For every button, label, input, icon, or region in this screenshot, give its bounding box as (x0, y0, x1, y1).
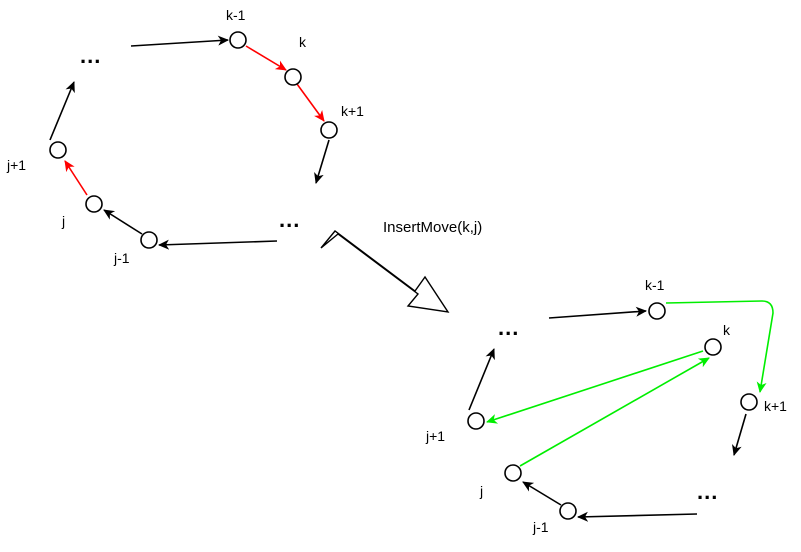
edge-j-to-j-plus-1 (64, 160, 88, 196)
node-k (284, 68, 302, 86)
node-j-minus-1 (140, 231, 158, 249)
label-j-minus-1: j-1 (532, 519, 549, 535)
label-k-minus-1: k-1 (645, 277, 665, 293)
label-k-plus-1: k+1 (341, 103, 364, 119)
node-k-plus-1 (320, 121, 338, 139)
ellipsis-bottom: ... (279, 207, 300, 232)
transition-arrow-icon (320, 230, 450, 313)
before-tour: k-1 k k+1 j+1 j j-1 ... ... (6, 7, 364, 266)
label-k-plus-1: k+1 (764, 398, 787, 414)
node-j-plus-1 (49, 141, 67, 159)
label-j-plus-1: j+1 (425, 428, 445, 444)
edge-ellipsis-to-j-minus-1 (577, 511, 698, 522)
edge-ellipsis-to-k-minus-1 (548, 306, 647, 319)
edge-k-to-j-plus-1 (486, 350, 704, 424)
edge-j-minus-1-to-j (103, 209, 143, 235)
edge-j-plus-1-to-ellipsis (49, 81, 75, 141)
node-j (504, 464, 522, 482)
transition: InsertMove(k,j) (320, 219, 482, 313)
node-j-minus-1 (559, 502, 577, 520)
edge-k-minus-1-to-k-plus-1 (665, 300, 774, 393)
edge-j-minus-1-to-j (522, 481, 562, 506)
edge-j-plus-1-to-ellipsis (468, 348, 495, 411)
edge-ellipsis-to-k-minus-1 (130, 35, 229, 47)
label-k-minus-1: k-1 (226, 7, 246, 23)
ellipsis-top: ... (80, 43, 101, 68)
node-k (704, 338, 722, 356)
edge-ellipsis-to-j-minus-1 (158, 239, 278, 250)
label-k: k (723, 322, 731, 338)
label-j: j (61, 213, 65, 229)
label-j-minus-1: j-1 (113, 250, 130, 266)
ellipsis-bottom: ... (697, 479, 718, 504)
edge-k-plus-1-to-ellipsis (732, 413, 747, 456)
edge-j-to-k (519, 357, 710, 467)
label-j: j (479, 483, 483, 499)
edge-k-plus-1-to-ellipsis (314, 139, 330, 184)
label-k: k (299, 34, 307, 50)
edge-k-minus-1-to-k (245, 45, 287, 71)
node-k-minus-1 (229, 31, 247, 49)
ellipsis-top: ... (498, 315, 519, 340)
after-tour: k-1 k k+1 j+1 j j-1 ... ... (425, 277, 787, 535)
operation-label: InsertMove(k,j) (383, 219, 482, 236)
node-j-plus-1 (467, 412, 485, 430)
node-k-minus-1 (648, 302, 666, 320)
node-k-plus-1 (740, 393, 758, 411)
edge-k-to-k-plus-1 (296, 83, 325, 122)
label-j-plus-1: j+1 (6, 157, 26, 173)
node-j (85, 195, 103, 213)
